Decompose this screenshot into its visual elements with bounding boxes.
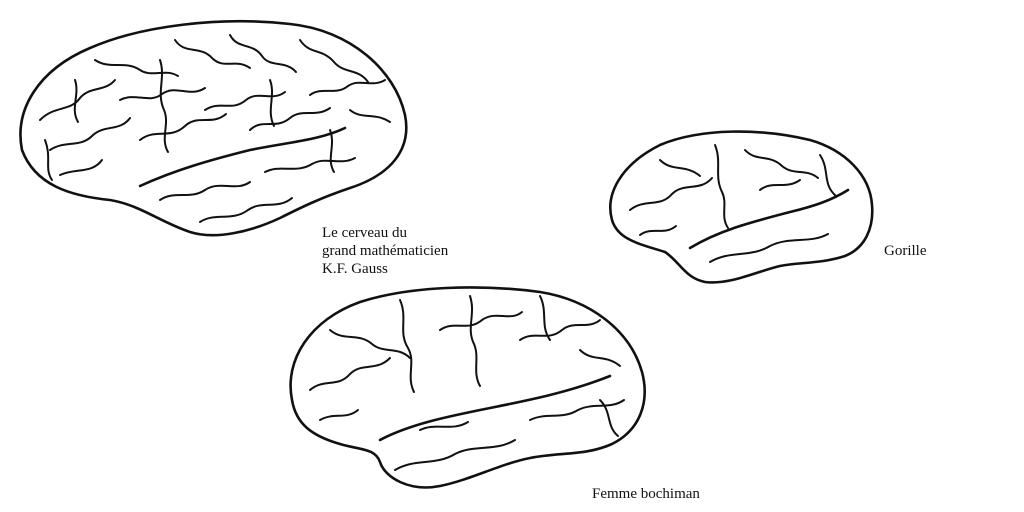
bochiman-caption: Femme bochiman bbox=[592, 485, 700, 503]
gauss-caption-line-2: grand mathématicien bbox=[322, 243, 449, 259]
gauss-brain-drawing bbox=[19, 20, 408, 237]
bochiman-caption-text: Femme bochiman bbox=[592, 486, 700, 502]
bochiman-brain-drawing bbox=[289, 286, 646, 489]
gorille-caption-text: Gorille bbox=[884, 243, 927, 259]
gorille-caption: Gorille bbox=[884, 242, 927, 260]
gauss-caption-line-1: Le cerveau du bbox=[322, 225, 407, 241]
gauss-caption-line-3: K.F. Gauss bbox=[322, 261, 388, 277]
gorilla-brain-drawing bbox=[609, 130, 874, 284]
gauss-caption: Le cerveau du grand mathématicien K.F. G… bbox=[322, 224, 448, 278]
